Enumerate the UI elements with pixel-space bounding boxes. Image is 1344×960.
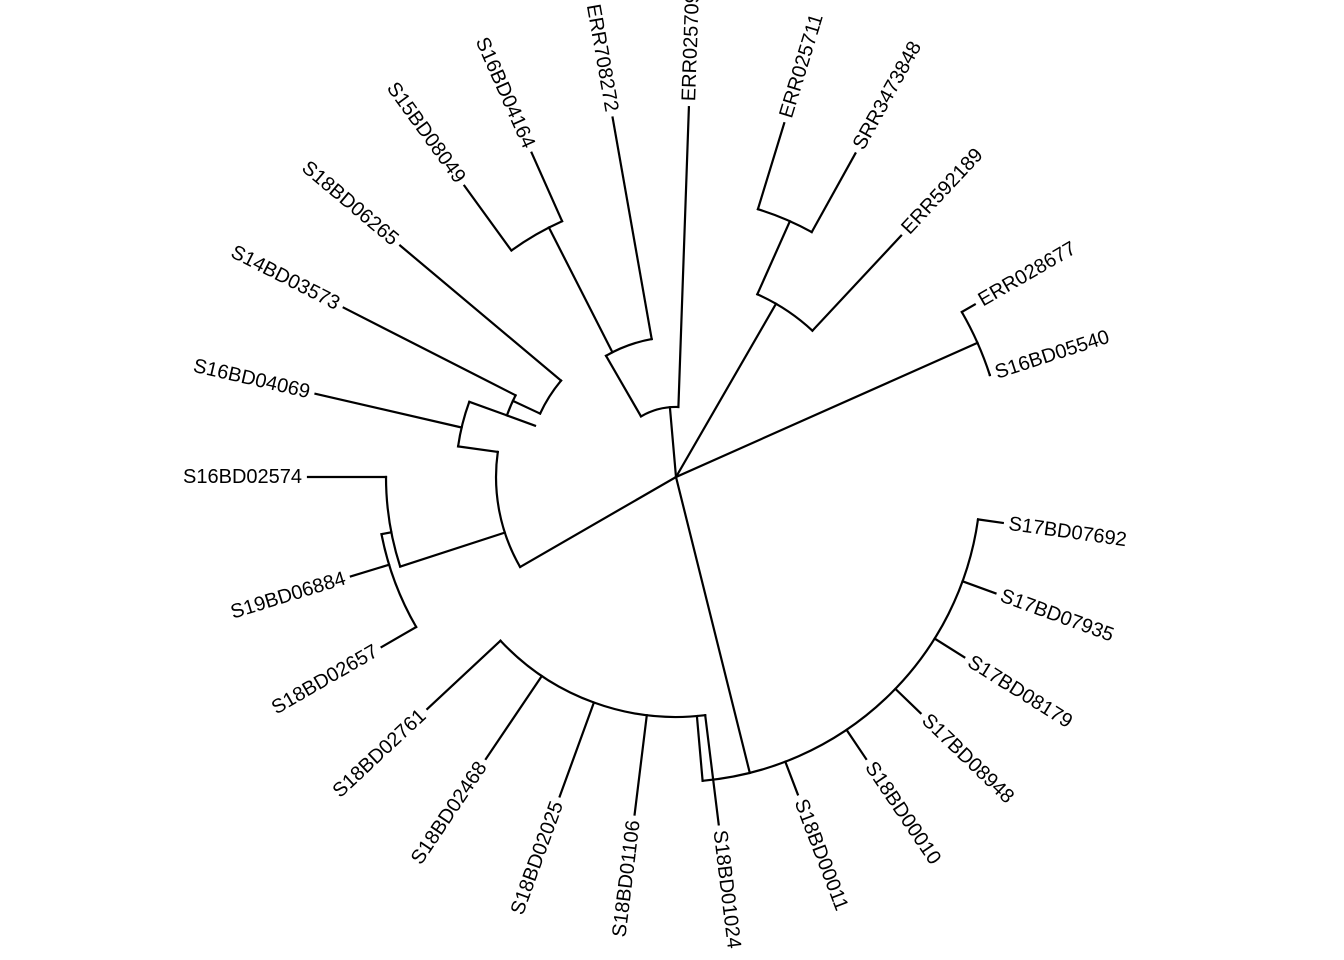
tip-label: S17BD08179 (964, 651, 1077, 733)
tip-label: S18BD02761 (328, 705, 430, 802)
tip-label: S16BD04164 (471, 34, 539, 152)
tip-label: S16BD02574 (183, 466, 302, 488)
clade-arc (756, 207, 814, 234)
clade-arc (604, 337, 653, 358)
internal-branch (398, 531, 507, 568)
tip-branch (484, 674, 544, 761)
internal-branch (511, 399, 542, 416)
tip-branch (756, 121, 786, 211)
clade-arc (755, 292, 814, 333)
tip-branch (349, 563, 391, 578)
tip-branch (810, 234, 903, 333)
tip-branch (398, 244, 563, 383)
tip-label: S18BD01024 (708, 829, 744, 950)
clade-arc (384, 475, 402, 568)
tip-label: S18BD00010 (860, 758, 945, 869)
tip-branch (845, 728, 868, 761)
clade-arc (509, 219, 564, 253)
tip-label: S17BD07935 (997, 585, 1116, 646)
tip-label: S18BD02468 (407, 758, 492, 869)
internal-branch (695, 714, 704, 782)
tip-branch (425, 639, 503, 711)
tip-label: ERR028677 (975, 237, 1080, 311)
clade-arc (538, 379, 563, 416)
internal-branch (380, 531, 393, 536)
internal-branch (505, 413, 537, 428)
root-branch (674, 475, 752, 775)
clade-arc (639, 405, 680, 418)
clade-arc (498, 639, 707, 719)
tip-branch (633, 713, 649, 816)
tip-label: ERR025711 (775, 11, 827, 120)
root-branch (674, 341, 979, 479)
tip-label: S19BD06884 (228, 568, 348, 624)
root-branch (674, 302, 778, 479)
tip-branch (530, 151, 564, 223)
tip-label: S15BD08049 (382, 78, 470, 187)
tip-label: ERR708272 (582, 2, 623, 113)
internal-branch (456, 445, 500, 454)
tip-label: SRR3473848 (849, 38, 926, 154)
internal-branch (467, 400, 509, 417)
clade-arc (960, 310, 992, 377)
clade-arc (494, 450, 522, 569)
tip-label: S17BD08948 (917, 709, 1018, 807)
tip-label: S16BD04069 (191, 355, 312, 403)
tip-label: S18BD00011 (790, 796, 853, 914)
tip-label: S16BD05540 (992, 326, 1112, 384)
tip-branch (703, 713, 720, 826)
tip-labels: S17BD07692 S17BD07935 S17BD08179 S17BD08… (183, 0, 1128, 950)
clade-arc (456, 400, 471, 448)
tip-branch (810, 151, 857, 234)
tip-branch (933, 637, 966, 659)
root-branch (518, 475, 678, 569)
tip-label: S17BD07692 (1007, 513, 1128, 551)
tip-label: S18BD02657 (268, 640, 382, 719)
tip-label: S14BD03573 (227, 241, 343, 315)
internal-branch (604, 354, 643, 418)
tip-branch (893, 687, 923, 715)
tip-branch (677, 106, 691, 409)
tip-label: ERR025709 (678, 0, 704, 102)
tip-branch (783, 760, 800, 796)
root-branch (668, 406, 678, 479)
internal-branch (547, 226, 614, 354)
tip-label: ERR592189 (897, 144, 987, 239)
tip-branch (314, 392, 463, 429)
tip-branch (342, 306, 518, 397)
clade-arc (380, 532, 418, 629)
tip-label: S18BD02025 (507, 798, 568, 917)
tip-branch (960, 302, 977, 314)
tip-branch (611, 116, 653, 341)
clade-arc (505, 393, 518, 417)
tip-label: S18BD01106 (609, 819, 645, 938)
tip-branch (558, 701, 596, 798)
tree-branches (306, 106, 1005, 826)
tip-branch (961, 579, 997, 595)
tip-branch (380, 625, 418, 649)
tip-branch (976, 518, 1005, 525)
tip-branch (462, 184, 513, 253)
clade-arc (701, 518, 980, 782)
internal-branch (755, 219, 792, 296)
tip-label: S18BD06265 (297, 157, 402, 250)
